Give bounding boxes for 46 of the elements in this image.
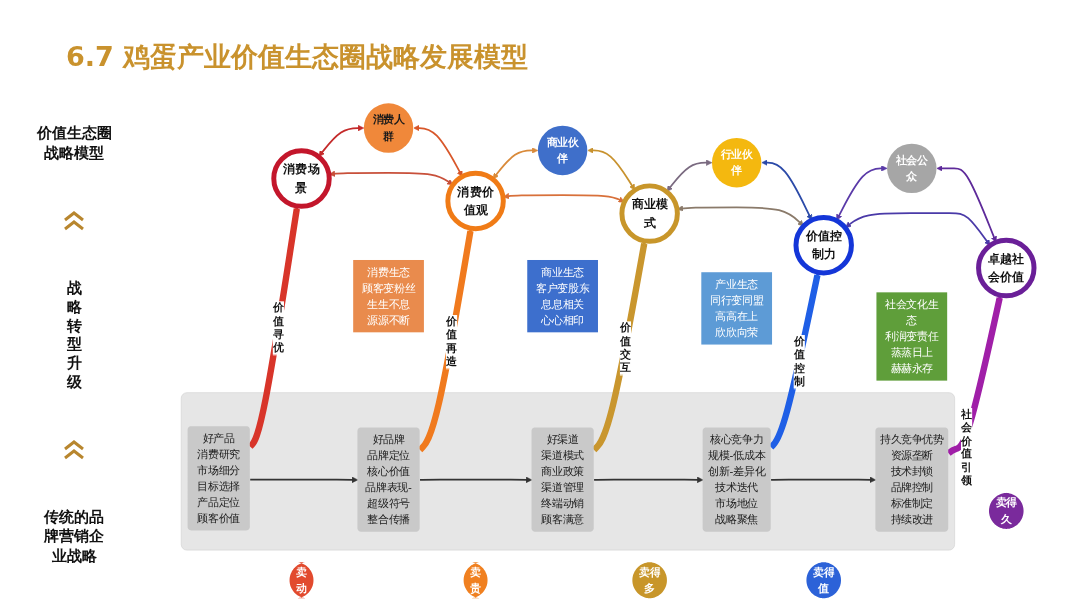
edge-label: 价值交互: [620, 321, 631, 374]
node-circle: 行业伙伴: [711, 137, 762, 188]
node-box: 社会文化生态 利润变责任 蒸蒸日上 赫赫永存: [876, 292, 948, 381]
side-label: 价值生态圈战略模型: [36, 124, 112, 163]
vertical-label: 战略转型升级: [66, 279, 82, 392]
arrow: [836, 165, 888, 221]
edge-label: 价值再造: [446, 315, 457, 368]
node-circle: 价值控制力: [793, 215, 854, 276]
side-label: 传统的品牌营销企业战略: [44, 507, 104, 566]
edge-label: 价值寻优: [272, 301, 284, 354]
node-circle: 消费场景: [271, 148, 332, 209]
node-box: 好品牌 品牌定位 核心价值 品牌表现-超级符号 整合传播: [357, 427, 420, 532]
node-circle: 消费人群: [363, 103, 414, 153]
node-box: 好产品 消费研究 市场细分 目标选择 产品定位 顾客价值: [187, 426, 250, 531]
edge-label: 价值控制: [793, 335, 805, 388]
arrow: [413, 124, 463, 177]
node-box: 产业生态 同行变同盟 高高在上 欣欣向荣: [701, 272, 773, 345]
node-circle: 卓越社会价值: [976, 237, 1037, 299]
arrow: [677, 205, 804, 227]
node-box: 核心竞争力 规模-低成本 创新-差异化 技术迭代 市场地位 战略聚焦: [702, 427, 771, 532]
arrow: [587, 147, 636, 191]
node-circle: 卖得 久: [989, 492, 1024, 529]
arrow: [492, 147, 539, 180]
node-box: 好渠道 渠道模式 商业政策 渠道管理 终端动销 顾客满意: [531, 427, 594, 532]
arrow: [770, 476, 876, 483]
node-circle: 社会公众: [887, 143, 937, 194]
arrow: [503, 193, 625, 203]
cluster: [180, 392, 955, 551]
arrow: [419, 476, 533, 483]
arrow: [318, 124, 365, 157]
node-circle: 商业模式: [619, 183, 680, 244]
arrow: [249, 476, 359, 483]
node-circle: 消费价值观: [445, 170, 506, 232]
arrow: [936, 165, 997, 243]
node-box: 商业生态 客户变股东 息息相关 心心相印: [527, 260, 598, 333]
node-box: 持久竞争优势 资源垄断 技术封锁 品牌控制 标准制定 持续改进: [875, 427, 949, 532]
title: 6.7 鸡蛋产业价值生态圈战略发展模型: [66, 40, 529, 74]
node-circle: 卖得 值: [806, 562, 841, 599]
arrow: [845, 212, 991, 246]
node-box: 消费生态 顾客变粉丝 生生不息 源源不断: [353, 260, 424, 333]
arrow: [666, 159, 713, 192]
node-circle: 商业伙伴: [537, 125, 588, 176]
edge-label: 社会价值引领: [961, 407, 972, 487]
arrow: [761, 159, 813, 221]
arrow: [593, 476, 704, 483]
node-circle: 卖得 多: [632, 562, 667, 599]
